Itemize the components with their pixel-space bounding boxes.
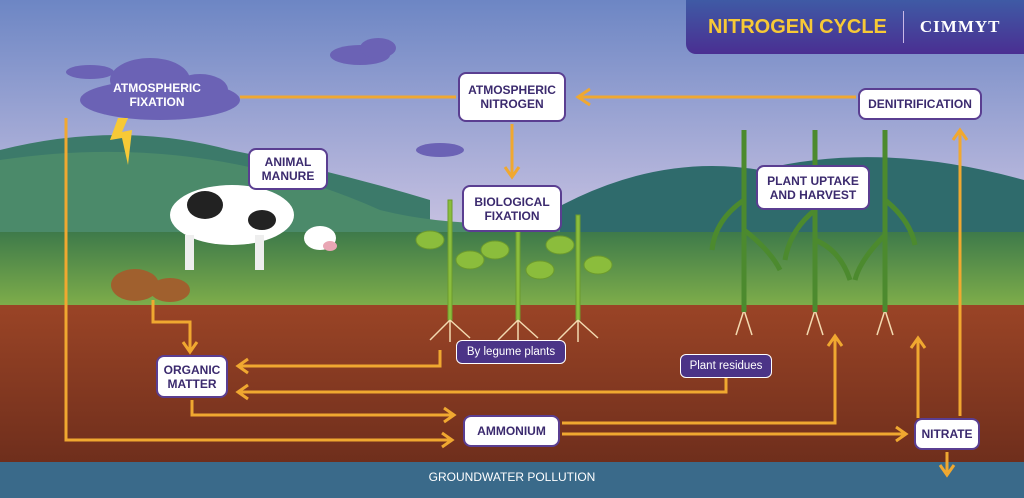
legume-plants [415,199,613,321]
divider [902,11,904,43]
cimmyt-logo: CIMMYT [919,17,1001,36]
cow-illustration [170,185,337,270]
label-groundwater-pollution: GROUNDWATER POLLUTION [428,470,596,484]
label-ammonium: AMMONIUM [463,415,560,447]
groundwater-band [0,462,1024,498]
label-plant-uptake: PLANT UPTAKE AND HARVEST [756,165,870,210]
label-by-legume-plants: By legume plants [456,340,566,364]
label-denitrification: DENITRIFICATION [858,88,982,120]
page-title: NITROGEN CYCLE [708,15,887,38]
label-biological-fixation: BIOLOGICAL FIXATION [462,185,562,232]
title-banner: NITROGEN CYCLE CIMMYT [686,0,1024,54]
label-atmospheric-nitrogen: ATMOSPHERIC NITROGEN [458,72,566,122]
lightning-icon [110,118,132,165]
label-plant-residues: Plant residues [680,354,772,378]
label-atmospheric-fixation: ATMOSPHERIC FIXATION [113,81,201,109]
label-nitrate: NITRATE [914,418,980,450]
label-animal-manure: ANIMAL MANURE [248,148,328,190]
storm-cloud-icon [80,58,240,120]
corn-plants [709,130,918,312]
roots [429,309,894,342]
label-organic-matter: ORGANIC MATTER [156,355,228,398]
manure-illustration [111,269,190,302]
cloud-icon [66,38,464,157]
